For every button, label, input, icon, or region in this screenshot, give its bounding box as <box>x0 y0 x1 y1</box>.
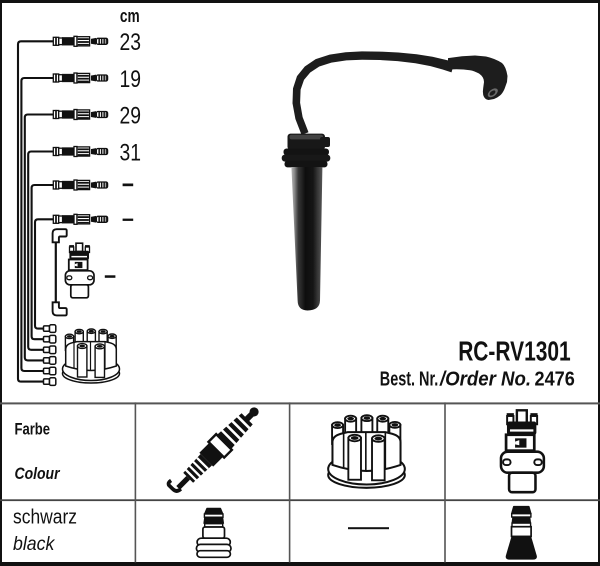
svg-text:black: black <box>13 534 56 555</box>
svg-text:2476: 2476 <box>535 369 575 391</box>
svg-text:Farbe: Farbe <box>15 421 51 439</box>
svg-text:schwarz: schwarz <box>13 507 77 529</box>
svg-text:Colour: Colour <box>15 465 61 483</box>
svg-text:cm: cm <box>120 5 140 26</box>
svg-text:19: 19 <box>120 67 142 93</box>
svg-text:RC-RV1301: RC-RV1301 <box>458 336 571 367</box>
svg-text:Best. Nr.: Best. Nr. <box>380 369 439 391</box>
svg-text:31: 31 <box>120 140 142 166</box>
svg-text:/Order No.: /Order No. <box>439 369 531 391</box>
svg-text:29: 29 <box>120 103 142 129</box>
svg-text:23: 23 <box>120 30 142 56</box>
